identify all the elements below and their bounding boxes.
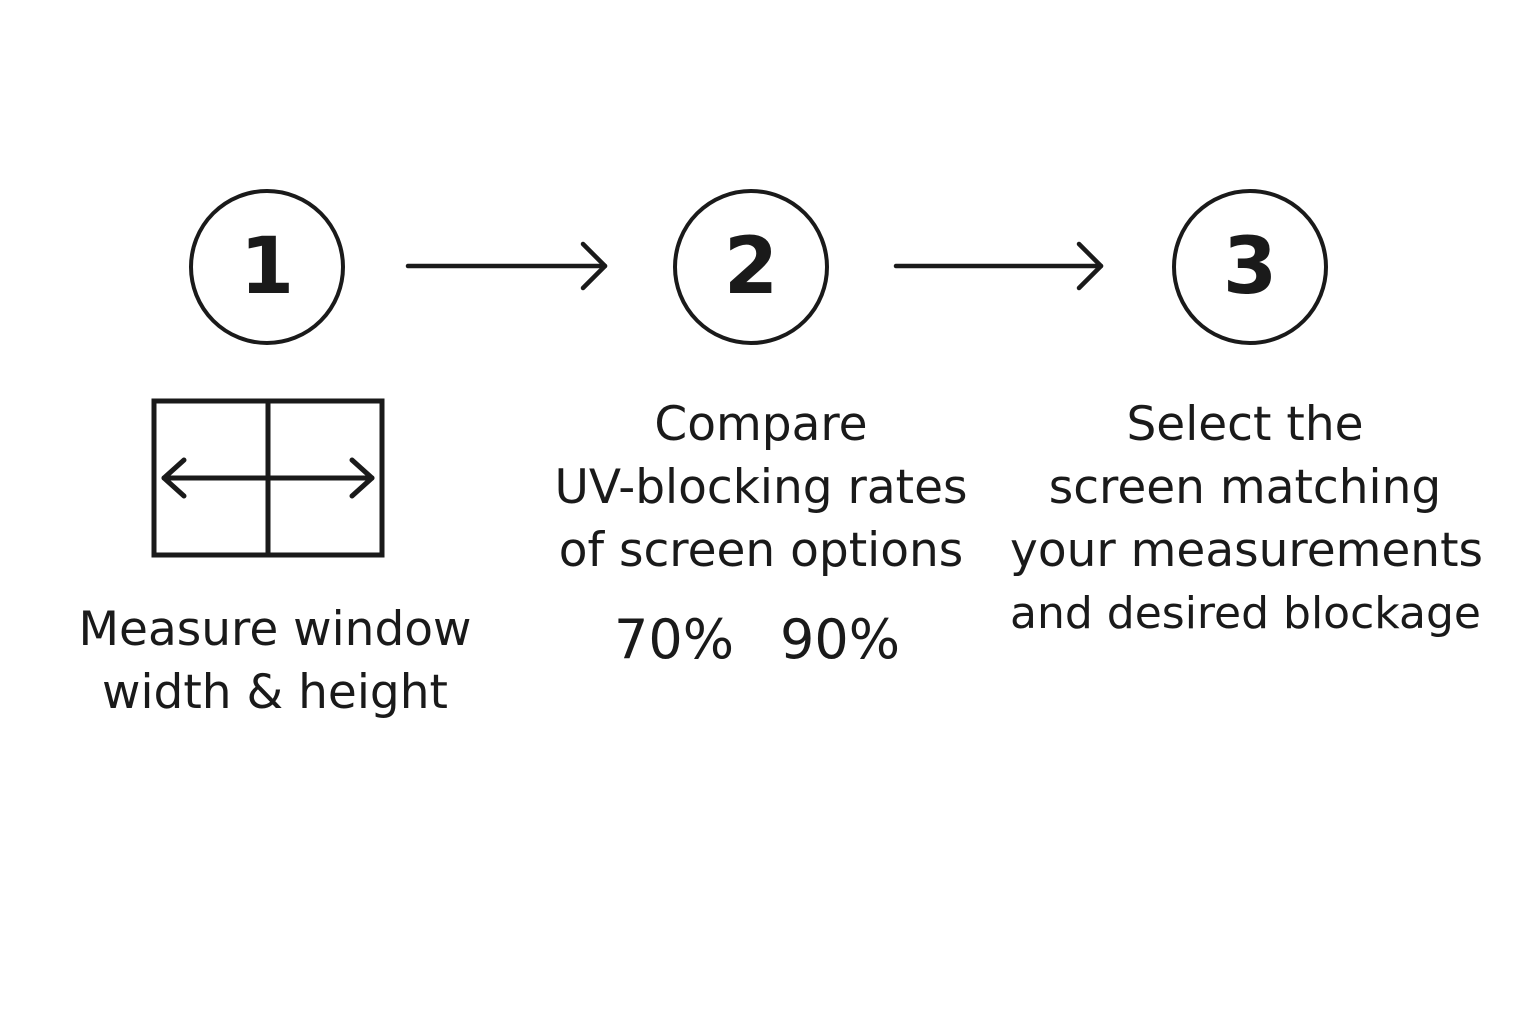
step-1-caption: Measure window width & height (75, 598, 475, 724)
step-2-circle: 2 (673, 189, 829, 345)
step-3-caption-line: your measurements (1010, 523, 1484, 578)
step-1-circle: 1 (189, 189, 345, 345)
step-3-number: 3 (1222, 222, 1278, 312)
arrow-right-icon (893, 241, 1104, 291)
arrow-right-icon (405, 241, 608, 291)
step-2-caption-line: UV-blocking rates (554, 460, 968, 515)
step-3-caption-line: screen matching (1048, 460, 1442, 515)
option-70-percent: 70% (614, 608, 735, 671)
step-3-caption-line: Select the (1126, 397, 1364, 452)
step-2-number: 2 (723, 222, 779, 312)
option-90-percent: 90% (780, 608, 901, 671)
step-1-number: 1 (239, 222, 295, 312)
step-1-caption-line: width & height (102, 665, 448, 720)
step-3-caption: Select the screen matching your measurem… (1010, 393, 1484, 645)
step-2-caption-line: Compare (654, 397, 868, 452)
step-2-caption-line: of screen options (558, 523, 964, 578)
step-2-caption: Compare UV-blocking rates of screen opti… (541, 393, 981, 582)
step-3-caption-line: and desired blockage (1010, 588, 1481, 639)
step-1-caption-line: Measure window (78, 602, 472, 657)
window-measure-icon (151, 398, 385, 558)
step-3-circle: 3 (1172, 189, 1328, 345)
